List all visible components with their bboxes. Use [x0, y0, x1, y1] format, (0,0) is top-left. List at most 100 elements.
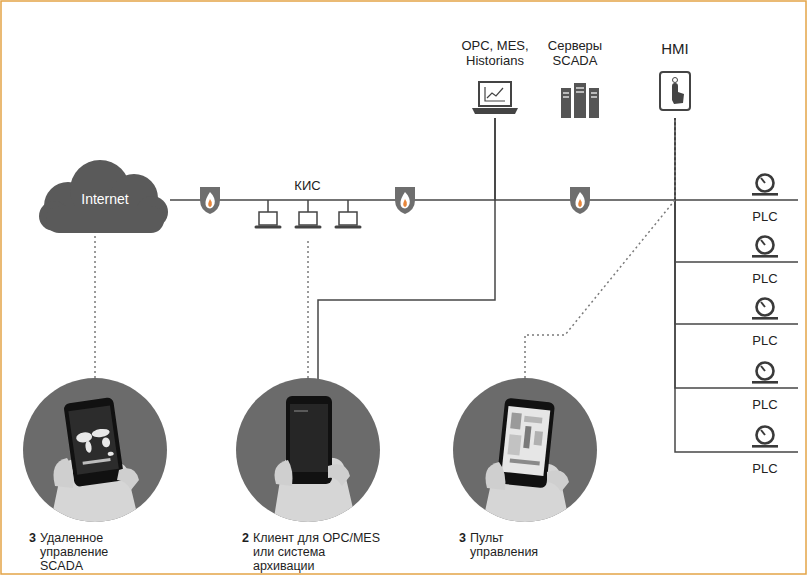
plc-icons [752, 175, 778, 448]
hmi-tablet-icon-part [660, 72, 690, 110]
network-link [675, 118, 740, 200]
plc-stubs-part [740, 199, 798, 201]
node-label: PLC [752, 461, 777, 476]
kis-laptops [256, 212, 360, 227]
node-label: Серверы SCADA [537, 38, 613, 68]
opc-laptop-icon-part [472, 108, 518, 114]
plc-node: PLC [740, 298, 790, 348]
scada-server-icon-part-part [591, 96, 597, 97]
cloud-node: Internet [40, 165, 170, 233]
node-label: PLC [752, 333, 777, 348]
opc-laptop-icon-part [485, 87, 505, 101]
network-group: КИС [250, 178, 365, 240]
circle-shape [453, 378, 597, 522]
kis-segment-part [267, 200, 269, 212]
plc-icons-part [752, 363, 778, 384]
node-label: OPC, MES, Historians [457, 38, 533, 68]
scada-server-icon-part-part [576, 87, 584, 88]
firewall-icon [395, 187, 415, 214]
node-label: HMI [661, 40, 689, 57]
hmi-tablet-icon-part [673, 78, 678, 83]
scada-server-icon-part-part [563, 92, 569, 93]
kis-laptops-part [336, 212, 360, 227]
plc-icons-part [752, 237, 778, 258]
kis-segment-part [347, 200, 349, 212]
plc-node: PLC [740, 426, 790, 476]
node-label: PLC [752, 397, 777, 412]
caption-text: Удаленное управление SCADA [40, 531, 152, 573]
kis-laptops-part-part [299, 212, 317, 225]
kis-segment [250, 200, 365, 212]
firewall-icon [570, 187, 590, 214]
circle-shape-part [272, 396, 358, 530]
scada-server-icon-part-part [563, 96, 569, 97]
circle-shape [236, 378, 380, 522]
kis-laptops-part-part [339, 212, 357, 225]
caption: 3 Удаленное управление SCADA [29, 531, 152, 573]
network-link [675, 118, 740, 452]
hmi-tablet-icon-part [672, 83, 684, 104]
device-circle: 2Клиент для OPC/MES или система архиваци… [236, 378, 380, 522]
caption-text: Пульт управления [470, 531, 545, 559]
network-link [318, 118, 495, 379]
plc-icons-part [752, 299, 778, 320]
wireless-link [94, 233, 96, 378]
phone-illustration [49, 397, 141, 530]
hmi-tablet-icon [660, 72, 690, 110]
node-label: PLC [752, 271, 777, 286]
server-node: Серверы SCADA [533, 38, 617, 120]
scada-server-icon-part [589, 88, 599, 118]
caption-text: Клиент для OPC/MES или система архивации [253, 531, 383, 573]
opc-laptop-icon [472, 82, 518, 114]
workstation-node: OPC, MES, Historians [453, 38, 537, 118]
callout-number: 3 [459, 531, 466, 545]
opc-laptop-icon-part [479, 82, 511, 106]
scada-server-icon-part [574, 83, 586, 118]
opc-laptop-icon-part [487, 88, 503, 98]
caption: 2 Клиент для OPC/MES или система архиваци… [242, 531, 383, 573]
scada-server-icon [561, 83, 599, 118]
network-link [675, 118, 740, 324]
plc-node: PLC [740, 362, 790, 412]
kis-laptops-part-part [336, 226, 360, 229]
wireless-link [525, 118, 675, 378]
callout-number: 2 [242, 531, 249, 545]
node-label: PLC [752, 209, 777, 224]
wireless-link [307, 240, 309, 378]
kis-segment-part [307, 200, 309, 212]
plc-stubs-part [740, 261, 798, 263]
firewall-icon [200, 187, 220, 214]
device-circle: 3Пульт управления [453, 378, 597, 522]
hmi-node: HMI [647, 40, 703, 118]
scada-server-icon-part-part [591, 92, 597, 93]
device-circle: 3Удаленное управление SCADA [23, 378, 167, 522]
circle-shape-part [49, 397, 141, 530]
phone-illustration [481, 398, 571, 530]
scada-server-icon-part [561, 88, 571, 118]
kis-laptops-part-part [296, 226, 320, 229]
caption: 3 Пульт управления [459, 531, 545, 559]
scada-server-icon-part-part [576, 91, 584, 92]
plc-node: PLC [740, 174, 790, 224]
circle-shape [23, 378, 167, 522]
kis-laptops-part-part [259, 212, 277, 225]
kis-laptops-part [256, 212, 280, 227]
network-link [675, 118, 740, 262]
plc-stubs-part [740, 387, 798, 389]
plc-icons-part [752, 427, 778, 448]
phone-illustration [272, 396, 358, 530]
kis-laptops-part [296, 212, 320, 227]
kis-laptops-part-part [256, 226, 280, 229]
plc-stubs [740, 200, 798, 452]
plc-node: PLC [740, 236, 790, 286]
network-link [675, 118, 740, 388]
plc-stubs-part [740, 323, 798, 325]
plc-stubs-part [740, 451, 798, 453]
node-label: Internet [81, 191, 128, 207]
circle-shape-part [481, 398, 571, 530]
callout-number: 3 [29, 531, 36, 545]
plc-icons-part [752, 175, 778, 196]
